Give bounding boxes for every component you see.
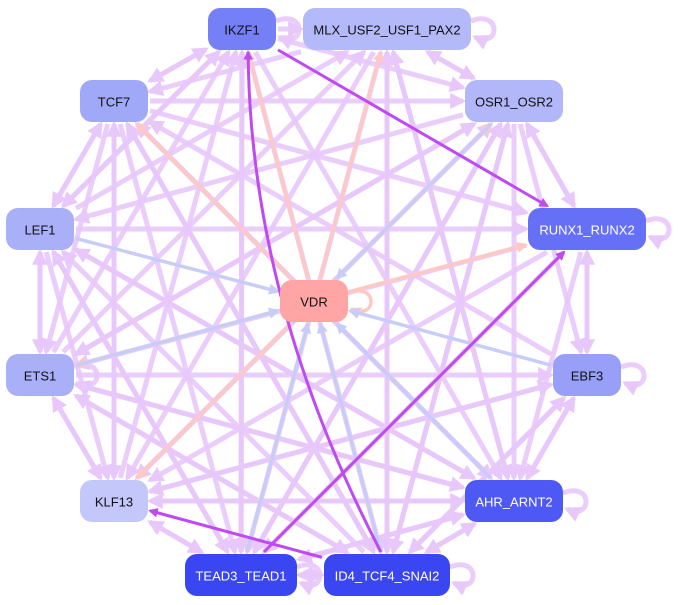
node-label: AHR_ARNT2	[475, 495, 552, 510]
edge-vdr-to-ikzf1	[244, 49, 310, 279]
node-box[interactable]	[80, 480, 148, 522]
node-tcf7[interactable]: TCF7	[80, 80, 148, 122]
edge-ahr_arnt2-to-lef1	[73, 247, 476, 481]
edge-lef1-to-mlx_usf2_usf1_pax2	[74, 49, 350, 211]
edge-ebf3-to-vdr	[347, 307, 552, 367]
node-label: VDR	[300, 295, 327, 310]
node-label: TEAD3_TEAD1	[195, 569, 286, 584]
edge-tead3_tead1-to-vdr	[245, 321, 311, 553]
edge-ikzf1-to-runx1_runx2	[277, 48, 549, 208]
edge-tead3_tead1-to-ahr_arnt2	[298, 510, 467, 562]
node-box[interactable]	[303, 8, 471, 50]
edge-ebf3-to-ebf3	[620, 362, 647, 396]
edge-ebf3-to-tcf7	[147, 119, 553, 357]
node-tead3-tead1[interactable]: TEAD3_TEAD1	[185, 554, 297, 596]
node-ebf3[interactable]: EBF3	[553, 354, 621, 396]
edge-ikzf1-to-tead3_tead1	[233, 51, 250, 556]
edge-id4_tcf4_snai2-to-ets1	[73, 393, 349, 555]
edge-vdr-to-runx1_runx2	[349, 241, 529, 294]
node-box[interactable]	[528, 208, 646, 250]
node-label: OSR1_OSR2	[475, 95, 553, 110]
edge-ahr_arnt2-to-ahr_arnt2	[562, 488, 589, 522]
edge-runx1_runx2-to-runx1_runx2	[645, 216, 672, 250]
node-ets1[interactable]: ETS1	[6, 354, 74, 396]
edge-klf13-to-ets1	[51, 395, 103, 480]
edge-ets1-to-osr1_osr2	[74, 121, 477, 357]
node-box[interactable]	[280, 280, 348, 322]
edge-id4_tcf4_snai2-to-tcf7	[125, 121, 376, 554]
node-box[interactable]	[6, 354, 74, 396]
edge-ets1-to-vdr	[75, 307, 281, 367]
node-ikzf1[interactable]: IKZF1	[208, 8, 276, 50]
node-klf13[interactable]: KLF13	[80, 480, 148, 522]
node-vdr[interactable]: VDR	[280, 280, 348, 322]
node-label: TCF7	[98, 95, 131, 110]
node-lef1[interactable]: LEF1	[6, 208, 74, 250]
node-mlx-usf2-usf1-pax2[interactable]: MLX_USF2_USF1_PAX2	[303, 8, 471, 50]
node-label: EBF3	[571, 369, 604, 384]
node-box[interactable]	[6, 208, 74, 250]
edge-id4_tcf4_snai2-to-klf13	[148, 508, 323, 559]
node-label: RUNX1_RUNX2	[539, 223, 634, 238]
edge-tead3_tead1-to-klf13	[147, 519, 203, 555]
edge-runx1_runx2-to-klf13	[147, 249, 549, 483]
edge-tead3_tead1-to-runx1_runx2	[262, 250, 566, 554]
edge-mlx_usf2_usf1_pax2-to-klf13	[125, 50, 376, 481]
edge-id4_tcf4_snai2-to-vdr	[317, 321, 383, 553]
edge-id4_tcf4_snai2-to-id4_tcf4_snai2	[449, 562, 476, 596]
edge-mlx_usf2_usf1_pax2-to-tcf7	[146, 49, 302, 96]
edge-vdr-to-klf13	[135, 322, 293, 480]
edge-runx1_runx2-to-osr1_osr2	[524, 121, 577, 208]
edge-mlx_usf2_usf1_pax2-to-osr1_osr2	[426, 49, 477, 81]
node-label: KLF13	[95, 495, 133, 510]
node-runx1-runx2[interactable]: RUNX1_RUNX2	[528, 208, 646, 250]
edge-ikzf1-to-tcf7	[147, 47, 208, 83]
node-box[interactable]	[465, 80, 563, 122]
node-ahr-arnt2[interactable]: AHR_ARNT2	[465, 480, 563, 522]
edge-id4_tcf4_snai2-to-ahr_arnt2	[425, 521, 478, 555]
node-osr1-osr2[interactable]: OSR1_OSR2	[465, 80, 563, 122]
node-box[interactable]	[80, 80, 148, 122]
edge-lef1-to-vdr	[75, 236, 281, 295]
node-label: IKZF1	[224, 23, 259, 38]
edge-ikzf1-to-ahr_arnt2	[253, 50, 503, 481]
node-id4-tcf4-snai2[interactable]: ID4_TCF4_SNAI2	[324, 554, 450, 596]
edge-vdr-to-tcf7	[135, 122, 293, 280]
edge-vdr-to-mlx_usf2_usf1_pax2	[318, 49, 384, 279]
node-label: LEF1	[24, 223, 55, 238]
edge-tead3_tead1-to-lef1	[51, 249, 230, 554]
node-label: MLX_USF2_USF1_PAX2	[313, 23, 460, 38]
node-box[interactable]	[553, 354, 621, 396]
edge-mlx_usf2_usf1_pax2-to-mlx_usf2_usf1_pax2	[470, 16, 497, 50]
node-box[interactable]	[185, 554, 297, 596]
node-box[interactable]	[465, 480, 563, 522]
node-label: ETS1	[24, 369, 57, 384]
node-box[interactable]	[208, 8, 276, 50]
node-label: ID4_TCF4_SNAI2	[335, 569, 440, 584]
edge-osr1_osr2-to-vdr	[335, 122, 493, 280]
node-box[interactable]	[324, 554, 450, 596]
